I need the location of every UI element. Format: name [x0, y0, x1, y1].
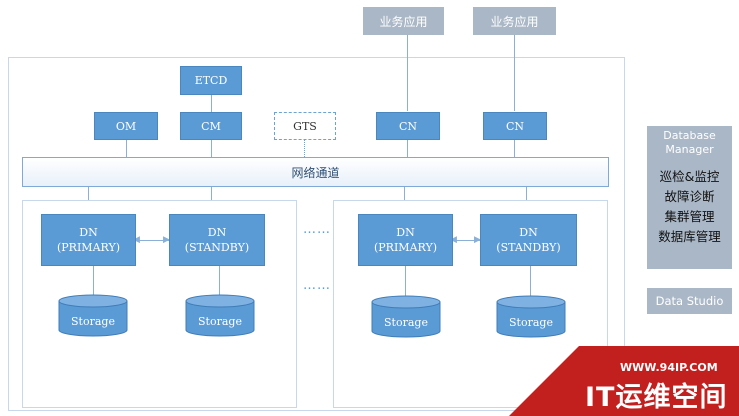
- dn-standby-1: DN (STANDBY): [169, 214, 265, 266]
- db-manager-title-line2: Manager: [665, 143, 714, 156]
- dn-primary-2: DN (PRIMARY): [358, 214, 453, 266]
- dn2-storage-line: [219, 266, 220, 296]
- om-node: OM: [94, 112, 158, 140]
- storage-cylinder-1: Storage: [58, 294, 128, 337]
- dn-standby-2-line2: (STANDBY): [496, 241, 561, 254]
- dn-primary-2-line2: (PRIMARY): [373, 241, 438, 254]
- db-manager-item: 集群管理: [664, 209, 715, 224]
- ellipsis-lower: ……: [303, 278, 331, 293]
- gts-node: GTS: [274, 112, 336, 140]
- network-channel: 网络通道: [22, 157, 609, 187]
- dn-primary-2-line1: DN: [396, 226, 415, 239]
- app1-cn-line: [407, 35, 408, 111]
- watermark-banner-shape: [509, 346, 739, 416]
- dn-primary-1: DN (PRIMARY): [41, 214, 136, 266]
- app-box-2: 业务应用: [473, 7, 556, 35]
- replication-arrow-right-2: ▶: [474, 235, 481, 245]
- dn4-storage-line: [530, 266, 531, 296]
- cn-node-2: CN: [483, 112, 547, 140]
- om-net-line: [126, 140, 127, 157]
- dn1-storage-line: [93, 266, 94, 296]
- dn-standby-2: DN (STANDBY): [480, 214, 577, 266]
- cm-node: CM: [180, 112, 242, 140]
- storage-cylinder-4: Storage: [496, 295, 566, 338]
- storage-label: Storage: [509, 316, 553, 329]
- dn-standby-1-line2: (STANDBY): [184, 241, 250, 254]
- watermark-url: WWW.94IP.COM: [620, 361, 718, 374]
- dn3-storage-line: [405, 266, 406, 296]
- dn-primary-1-line1: DN: [79, 226, 98, 239]
- replication-arrow-left-2: ◀: [450, 235, 457, 245]
- storage-label: Storage: [71, 315, 115, 328]
- cn-node-1: CN: [376, 112, 440, 140]
- storage-cylinder-3: Storage: [371, 295, 441, 338]
- ellipsis-upper: ……: [303, 222, 331, 237]
- db-manager-title-line1: Database: [663, 129, 716, 142]
- storage-cylinder-2: Storage: [185, 294, 255, 337]
- dn-standby-1-line1: DN: [207, 226, 227, 239]
- etcd-cm-line: [211, 95, 212, 112]
- gts-net-line: [304, 140, 305, 157]
- app-box-1: 业务应用: [363, 7, 444, 35]
- replication-arrow-left-1: ◀: [133, 235, 140, 245]
- cn2-net-line: [514, 140, 515, 157]
- dn-standby-2-line1: DN: [519, 226, 538, 239]
- database-manager-panel: Database Manager 巡检&监控 故障诊断 集群管理 数据库管理: [647, 126, 732, 269]
- watermark-name: IT运维空间: [585, 382, 728, 413]
- replication-arrow-right-1: ▶: [163, 235, 170, 245]
- db-manager-item: 故障诊断: [664, 189, 715, 204]
- dn-replication-1: [136, 240, 169, 241]
- etcd-node: ETCD: [180, 66, 242, 95]
- app2-cn-line: [514, 35, 515, 111]
- dn-primary-1-line2: (PRIMARY): [56, 241, 121, 254]
- db-manager-item: 巡检&监控: [659, 169, 720, 184]
- data-studio-box: Data Studio: [647, 288, 732, 314]
- storage-label: Storage: [384, 316, 428, 329]
- db-manager-item: 数据库管理: [658, 229, 721, 244]
- cn1-net-line: [407, 140, 408, 157]
- storage-label: Storage: [198, 315, 242, 328]
- cm-net-line: [211, 140, 212, 157]
- dn-replication-2: [453, 240, 480, 241]
